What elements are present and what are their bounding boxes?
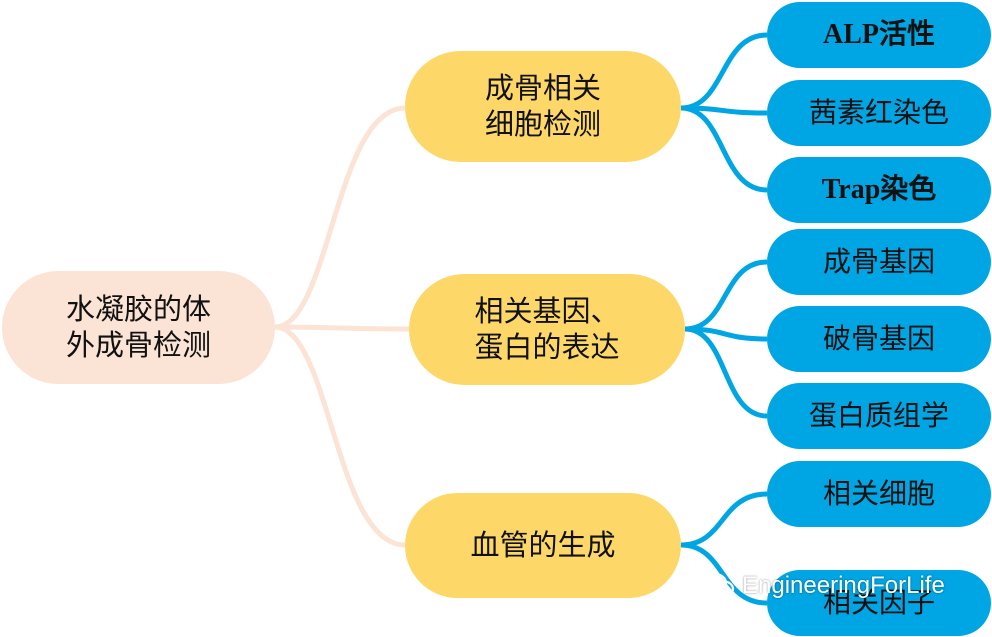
leaf-node-osteogenic-genes: 成骨基因 — [767, 229, 991, 295]
connector-root-branch-2 — [274, 324, 410, 332]
connector-root-branch-1 — [274, 105, 406, 330]
leaf-node-alizarin: 茜素红染色 — [767, 80, 991, 146]
connector-b3-leaf-2 — [680, 542, 768, 606]
connector-b2-leaf-3 — [684, 326, 768, 419]
leaf-node-alp: ALP活性 — [767, 2, 991, 68]
connector-b3-leaf-1 — [680, 491, 768, 548]
connector-b2-leaf-1 — [684, 259, 768, 332]
branch-node-3: 血管的生成 — [405, 493, 681, 598]
root-node: 水凝胶的体 外成骨检测 — [2, 271, 275, 384]
leaf-node-trap: Trap染色 — [767, 157, 991, 223]
leaf-node-related-factors: 相关因子 — [767, 570, 991, 636]
branch-node-2: 相关基因、 蛋白的表达 — [409, 274, 685, 385]
leaf-node-related-cells: 相关细胞 — [767, 461, 991, 527]
connector-b1-leaf-3 — [680, 105, 768, 193]
connector-b1-leaf-1 — [680, 32, 768, 111]
leaf-node-osteoclast-genes: 破骨基因 — [767, 306, 991, 372]
leaf-node-proteomics: 蛋白质组学 — [767, 383, 991, 449]
connector-root-branch-3 — [274, 324, 406, 548]
branch-node-1: 成骨相关 细胞检测 — [405, 51, 681, 162]
